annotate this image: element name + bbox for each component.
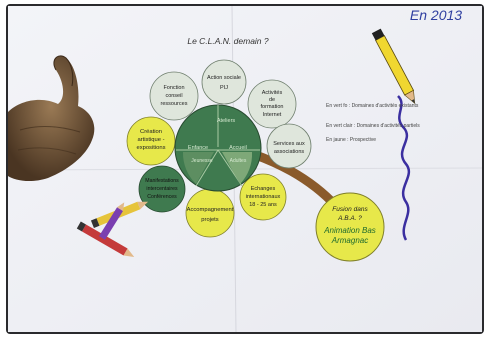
year-note: En 2013 — [410, 7, 462, 23]
bubble-echanges: Echanges internationaux 18 - 25 ans — [239, 173, 287, 221]
svg-text:Accueil: Accueil — [229, 145, 247, 151]
legend: En vert fo : Domaines d'activités exista… — [326, 103, 420, 143]
svg-text:artistique -: artistique - — [137, 137, 164, 143]
pencils-icon — [76, 201, 149, 257]
svg-text:A.B.A. ?: A.B.A. ? — [337, 215, 362, 222]
svg-text:Services aux: Services aux — [273, 141, 305, 147]
svg-text:ressources: ressources — [161, 101, 188, 107]
bubble-action-sociale: Action sociale PIJ — [201, 59, 247, 105]
bubble-fusion: Fusion dans A.B.A. ? Animation Bas Armag… — [315, 192, 385, 262]
bubble-accompagnement: Accompagnement projets — [185, 188, 235, 238]
pencil-icon — [371, 28, 416, 105]
svg-text:conseil: conseil — [165, 93, 182, 99]
squiggle-line — [397, 95, 411, 241]
svg-text:Jeunesse: Jeunesse — [191, 158, 213, 164]
hand-image — [8, 55, 95, 182]
svg-text:Activités: Activités — [262, 90, 283, 96]
svg-text:de: de — [269, 97, 275, 103]
legend-yellow: En jaune : Prospective — [326, 137, 376, 143]
poster-title: Le C.L.A.N. demain ? — [187, 36, 269, 46]
svg-text:Armagnac: Armagnac — [331, 236, 368, 245]
svg-text:18 - 25 ans: 18 - 25 ans — [249, 202, 277, 208]
svg-text:intercentaires: intercentaires — [146, 186, 178, 192]
bubble-activites: Activités de formation Internet — [247, 79, 297, 129]
svg-text:Ateliers: Ateliers — [217, 118, 236, 124]
svg-text:Echanges: Echanges — [251, 186, 276, 192]
bubble-manifestations: Manifestations intercentaires Conférence… — [138, 165, 186, 213]
bubble-fonction: Fonction conseil ressources — [149, 71, 199, 121]
svg-text:Manifestations: Manifestations — [145, 178, 179, 184]
svg-text:Fonction: Fonction — [163, 85, 184, 91]
svg-text:Internet: Internet — [263, 112, 282, 118]
legend-light: En vert clair : Domaines d'activités par… — [326, 123, 420, 129]
svg-text:expositions: expositions — [136, 145, 165, 151]
legend-dark: En vert fo : Domaines d'activités exista… — [326, 103, 419, 109]
bubble-services: Services aux associations — [266, 123, 312, 169]
svg-text:associations: associations — [274, 149, 305, 155]
svg-text:Enfance: Enfance — [188, 145, 208, 151]
svg-text:formation: formation — [261, 104, 284, 110]
svg-text:Action sociale: Action sociale — [207, 75, 241, 81]
svg-text:Création: Création — [140, 129, 162, 135]
center-circle: Ateliers Enfance Accueil Jeunesse Adulte… — [174, 104, 262, 192]
svg-text:Fusion dans: Fusion dans — [332, 206, 368, 213]
bubble-creation: Création artistique - expositions — [126, 116, 176, 166]
svg-text:Animation Bas: Animation Bas — [323, 226, 376, 235]
svg-text:Conférences: Conférences — [147, 194, 177, 200]
svg-text:projets: projets — [201, 217, 219, 223]
svg-text:PIJ: PIJ — [220, 85, 228, 91]
svg-text:internationaux: internationaux — [246, 194, 281, 200]
svg-text:Adultes: Adultes — [230, 158, 247, 164]
svg-text:Accompagnement: Accompagnement — [187, 207, 234, 213]
